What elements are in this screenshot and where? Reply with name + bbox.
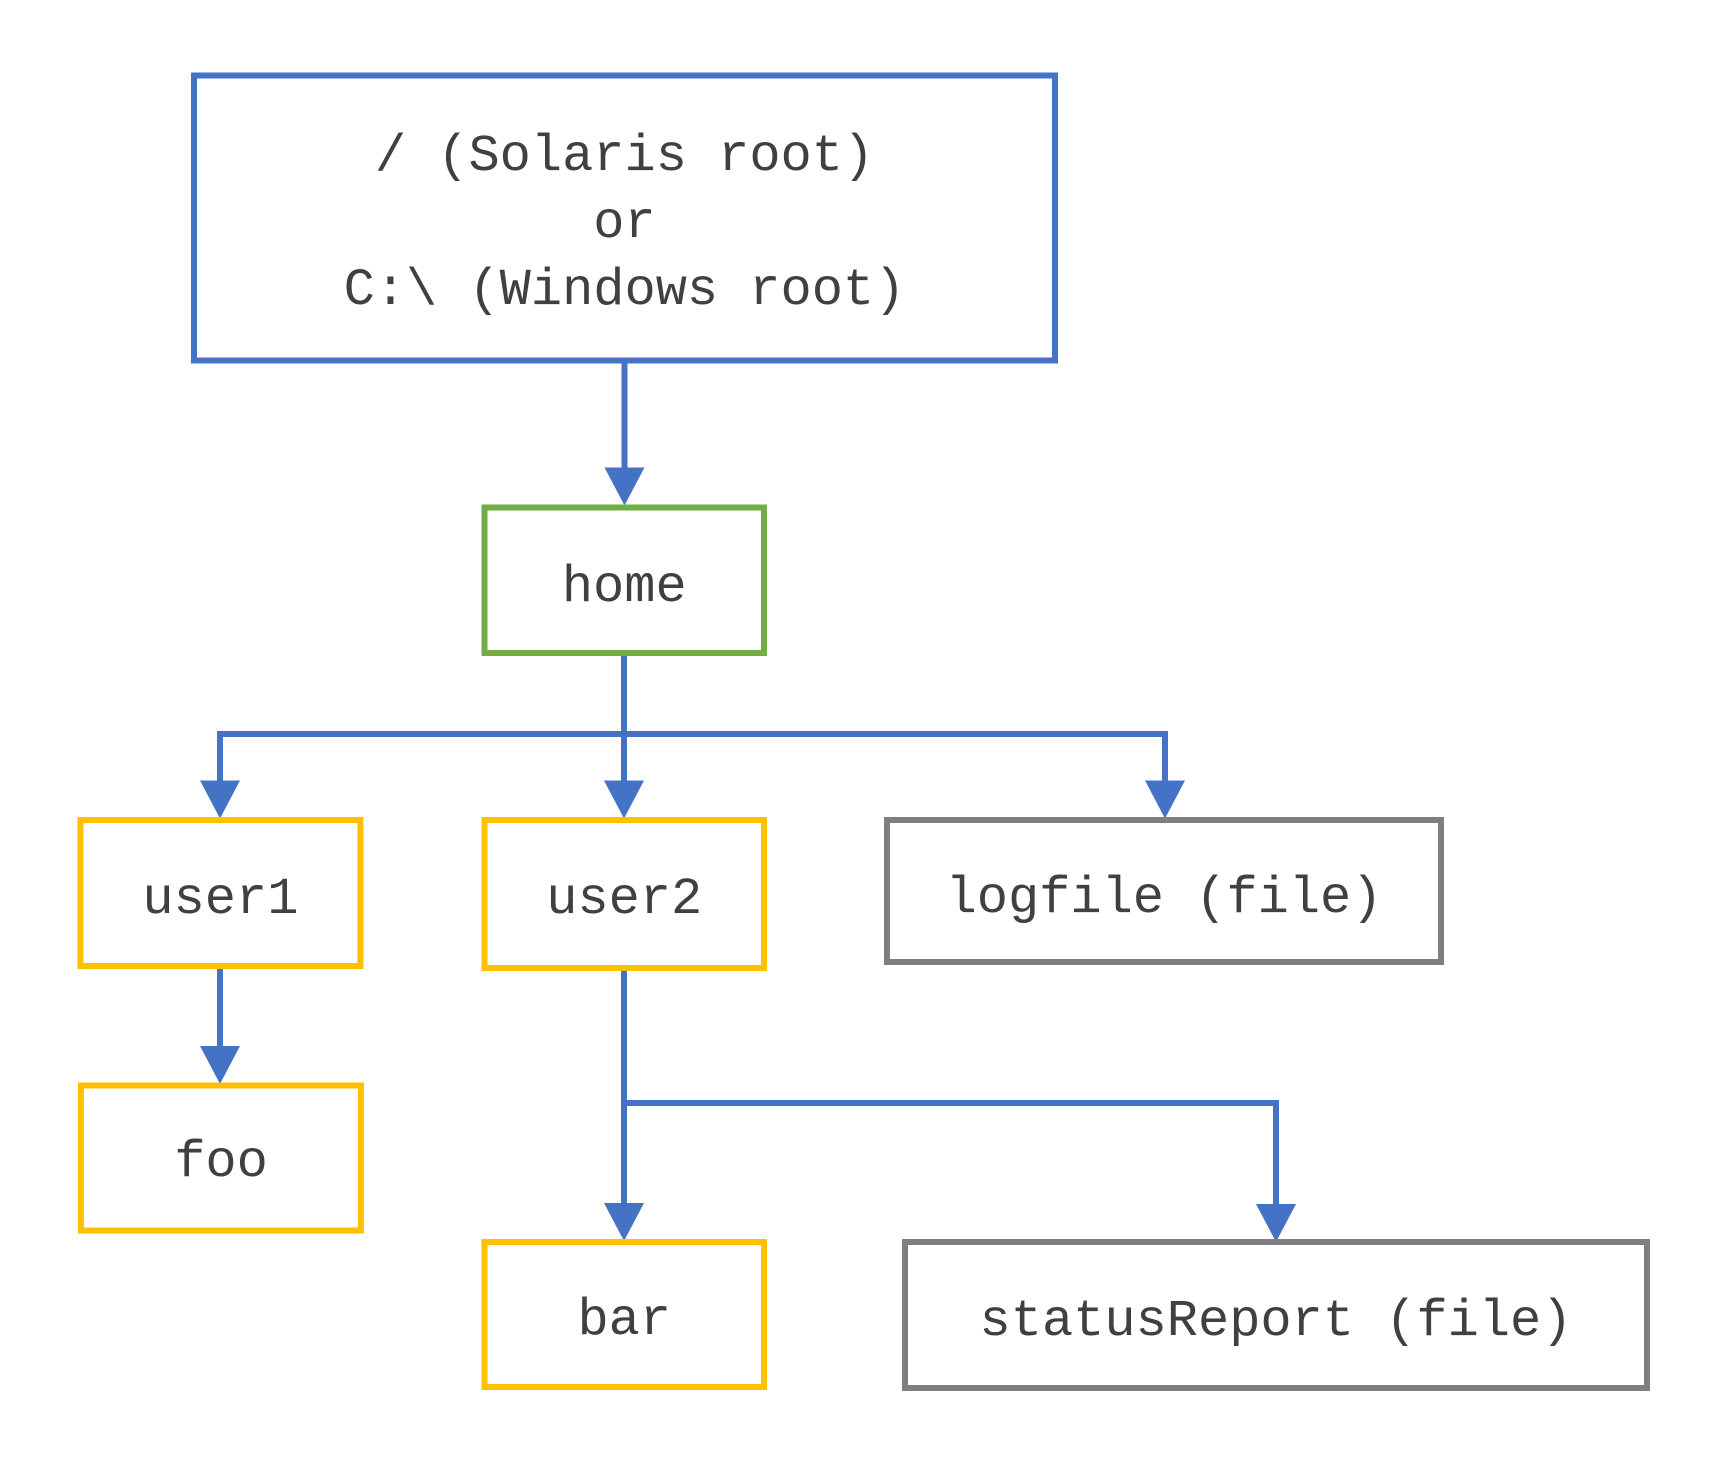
svg-text:foo: foo [174, 1133, 268, 1192]
svg-text:logfile (file): logfile (file) [946, 869, 1383, 928]
svg-text:or: or [593, 194, 655, 253]
svg-text:bar: bar [577, 1291, 671, 1350]
svg-text:user2: user2 [546, 870, 702, 929]
svg-text:home: home [562, 558, 687, 617]
svg-text:user1: user1 [142, 870, 298, 929]
svg-text:C:\ (Windows root): C:\ (Windows root) [344, 261, 906, 320]
svg-text:statusReport (file): statusReport (file) [980, 1292, 1573, 1351]
svg-text:/ (Solaris root): / (Solaris root) [375, 127, 874, 186]
